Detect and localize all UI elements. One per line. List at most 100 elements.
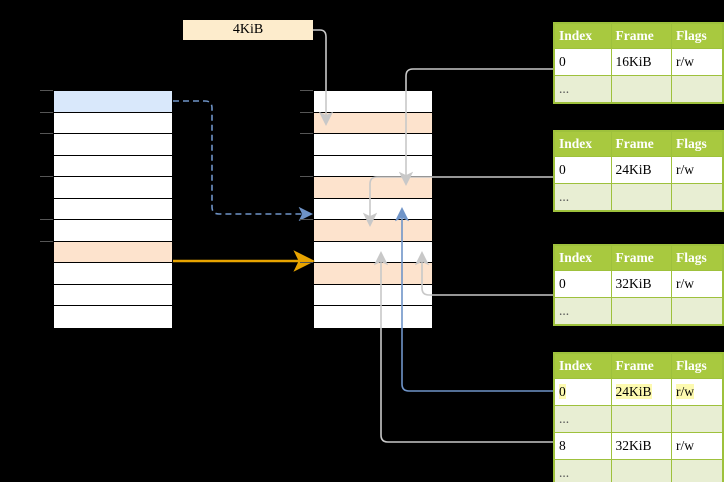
table-cell: 32KiB — [610, 432, 673, 460]
row-tick-mark — [40, 240, 53, 242]
virtual-address-space-column — [53, 90, 173, 328]
memory-cell — [314, 241, 432, 263]
memory-cell — [314, 263, 432, 285]
ellipsis-cell — [610, 297, 673, 325]
memory-cell — [314, 198, 432, 220]
table-cell: 0 — [554, 270, 612, 298]
table-cell: 0 — [554, 156, 612, 184]
memory-cell — [54, 284, 172, 306]
memory-cell — [54, 220, 172, 242]
memory-cell — [314, 112, 432, 134]
column-header: Frame — [610, 353, 673, 379]
column-header: Flags — [671, 131, 723, 157]
ellipsis-cell — [610, 75, 673, 103]
physical-memory-column — [313, 90, 433, 328]
table-cell: 24KiB — [610, 378, 673, 406]
table-row[interactable]: ... — [554, 75, 723, 103]
column-header: Flags — [671, 353, 723, 379]
column-header: Flags — [671, 245, 723, 271]
table-cell: r/w — [671, 432, 723, 460]
column-header: Index — [554, 131, 612, 157]
column-header: Frame — [610, 23, 673, 49]
table-row[interactable]: ... — [554, 459, 723, 482]
table-cell: 32KiB — [610, 270, 673, 298]
memory-cell — [54, 155, 172, 177]
memory-cell — [314, 177, 432, 199]
ellipsis-cell — [610, 459, 673, 482]
memory-cell — [54, 263, 172, 285]
row-tick-mark — [40, 176, 53, 177]
table-row[interactable]: ... — [554, 405, 723, 433]
row-tick-mark — [300, 90, 313, 91]
table-cell: 24KiB — [610, 156, 673, 184]
memory-cell — [54, 306, 172, 328]
ellipsis-cell: ... — [554, 459, 612, 482]
memory-cell — [54, 112, 172, 134]
column-header: Flags — [671, 23, 723, 49]
ellipsis-cell — [671, 183, 723, 211]
row-tick-mark — [40, 219, 53, 220]
memory-cell — [54, 134, 172, 156]
table-cell: r/w — [671, 378, 723, 406]
column-header: Index — [554, 23, 612, 49]
ellipsis-cell — [671, 75, 723, 103]
column-header: Index — [554, 245, 612, 271]
table-cell: r/w — [671, 48, 723, 76]
row-tick-mark — [40, 111, 53, 113]
row-tick-mark — [300, 176, 313, 177]
ellipsis-cell — [671, 459, 723, 482]
ellipsis-cell — [610, 405, 673, 433]
table-row[interactable]: ... — [554, 297, 723, 325]
ellipsis-cell: ... — [554, 297, 612, 325]
ellipsis-cell: ... — [554, 405, 612, 433]
memory-cell — [54, 241, 172, 263]
row-tick-mark — [300, 219, 313, 220]
ellipsis-cell — [671, 297, 723, 325]
column-header: Index — [554, 353, 612, 379]
table-cell: 0 — [554, 378, 612, 406]
table-row[interactable]: ... — [554, 183, 723, 211]
table-cell: r/w — [671, 270, 723, 298]
memory-cell — [314, 306, 432, 328]
highlighted-value: 24KiB — [615, 384, 652, 399]
memory-cell — [54, 91, 172, 113]
memory-cell — [54, 198, 172, 220]
ellipsis-cell: ... — [554, 183, 612, 211]
memory-cell — [314, 91, 432, 113]
wire-virtual-page-to-frame — [173, 100, 313, 222]
memory-cell — [314, 134, 432, 156]
row-tick-mark — [300, 133, 313, 134]
wire-table3-to-frame — [414, 250, 553, 296]
table-row[interactable]: 0 24KiB r/w — [554, 378, 723, 406]
ellipsis-cell — [671, 405, 723, 433]
table-cell: r/w — [671, 156, 723, 184]
highlighted-value: 0 — [559, 384, 566, 399]
memory-cell — [314, 220, 432, 242]
ellipsis-cell: ... — [554, 75, 612, 103]
size-label-4kib: 4KiB — [183, 20, 313, 40]
row-tick-mark — [40, 133, 53, 134]
ellipsis-cell — [610, 183, 673, 211]
table-cell: 0 — [554, 48, 612, 76]
row-tick-mark — [300, 111, 313, 113]
table-cell: 8 — [554, 432, 612, 460]
memory-cell — [314, 284, 432, 306]
table-cell: 16KiB — [610, 48, 673, 76]
memory-cell — [314, 155, 432, 177]
column-header: Frame — [610, 131, 673, 157]
highlighted-value: r/w — [676, 384, 695, 399]
row-tick-mark — [300, 262, 313, 263]
